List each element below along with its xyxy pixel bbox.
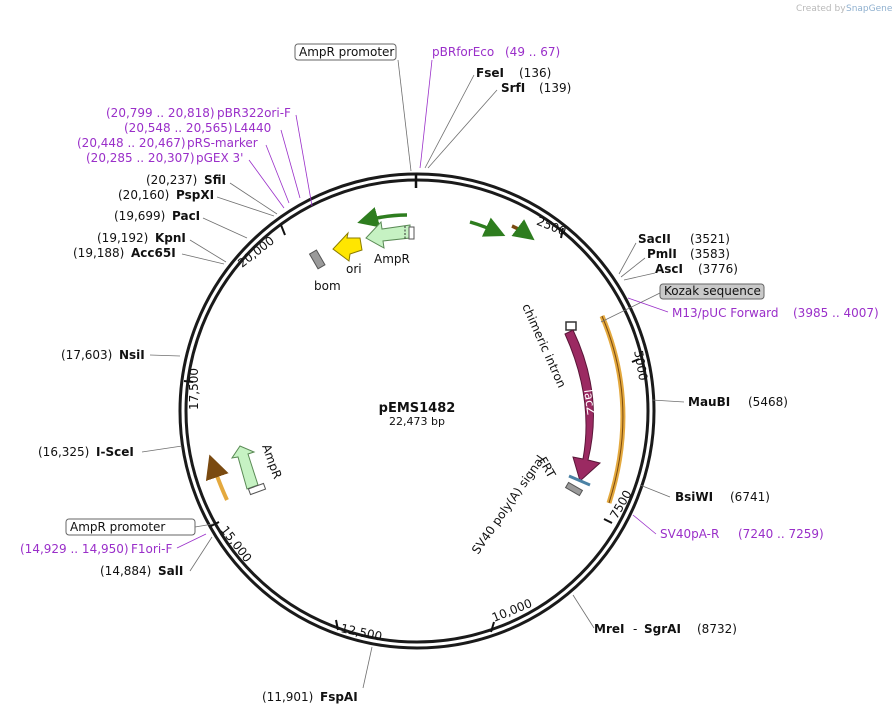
- lacz-label: lacZ: [581, 388, 598, 415]
- site-bsiwi-pos: (6741): [730, 490, 770, 504]
- ampr-top-label: AmpR: [374, 252, 410, 266]
- tick-2500: 2500: [535, 214, 569, 238]
- primer-l4440-pos: (20,548 .. 20,565): [124, 121, 233, 135]
- kozak-sequence-label: Kozak sequence: [664, 284, 761, 298]
- frt-feature[interactable]: [568, 474, 591, 487]
- site-pmli-pos: (3583): [690, 247, 730, 261]
- primer-pbr322ori-pos: (20,799 .. 20,818): [106, 106, 215, 120]
- site-paci-pos: (19,699): [114, 209, 165, 223]
- plasmid-name: pEMS1482: [379, 401, 456, 416]
- primer-sv40par-pos: (7240 .. 7259): [738, 527, 824, 541]
- site-maubi-pos: (5468): [748, 395, 788, 409]
- ampr-promoter-top-box[interactable]: [294, 43, 397, 61]
- site-asci-name[interactable]: AscI: [655, 262, 683, 276]
- watermark-prefix: Created by: [796, 4, 846, 14]
- site-fsei-pos: (136): [519, 66, 551, 80]
- site-iscei-pos: (16,325): [38, 445, 89, 459]
- site-kpni-name[interactable]: KpnI: [155, 231, 186, 245]
- bom-feature[interactable]: [308, 249, 326, 270]
- plasmid-length: 22,473 bp: [389, 415, 445, 428]
- scale-ticks: [183, 224, 640, 633]
- site-kpni-pos: (19,192): [97, 231, 148, 245]
- orf-left-arrow[interactable]: [205, 454, 229, 501]
- site-mrei-name[interactable]: MreI: [594, 622, 624, 636]
- sv40-polya-label: SV40 poly(A) signal: [469, 453, 548, 557]
- primer-pgex3-name[interactable]: pGEX 3': [196, 151, 243, 165]
- site-iscei-name[interactable]: I-SceI: [96, 445, 134, 459]
- ampr-promoter-left-label: AmpR promoter: [70, 520, 165, 534]
- orange-primer-arrow[interactable]: [511, 219, 535, 241]
- ampr-left-promoter-box: [247, 482, 267, 496]
- site-pspxi-pos: (20,160): [118, 188, 169, 202]
- site-sali-name[interactable]: SalI: [158, 564, 183, 578]
- site-bsiwi-name[interactable]: BsiWI: [675, 490, 713, 504]
- site-pmli-name[interactable]: PmlI: [647, 247, 677, 261]
- ampr-top-arrow[interactable]: [365, 220, 411, 249]
- primer-m13puc-name[interactable]: M13/pUC Forward: [672, 306, 779, 320]
- primer-pbrforeco-name[interactable]: pBRforEco: [432, 45, 494, 59]
- site-acc65i-pos: (19,188): [73, 246, 124, 260]
- kozak-sequence-box[interactable]: [659, 283, 765, 300]
- ampr-top-promoter-box: [408, 226, 415, 240]
- ori-arrow[interactable]: [332, 231, 363, 262]
- tick-15000: 15,000: [218, 523, 255, 565]
- site-sgrai-name[interactable]: SgrAI: [644, 622, 681, 636]
- site-sali-pos: (14,884): [100, 564, 151, 578]
- site-mrei-separator: -: [633, 622, 637, 636]
- site-fspai-name[interactable]: FspAI: [320, 690, 358, 704]
- site-sfii-name[interactable]: SfiI: [204, 173, 226, 187]
- site-fspai-pos: (11,901): [262, 690, 313, 704]
- orf-right-arc-outline: [601, 315, 624, 504]
- primer-pgex3-pos: (20,285 .. 20,307): [86, 151, 195, 165]
- site-pspxi-name[interactable]: PspXI: [176, 188, 214, 202]
- leader-lines: [141, 59, 685, 689]
- green-primer-arrow[interactable]: [469, 217, 506, 237]
- tick-17500: 17,500: [187, 368, 201, 410]
- site-paci-name[interactable]: PacI: [172, 209, 200, 223]
- primer-prsmarker-name[interactable]: pRS-marker: [187, 136, 258, 150]
- chimeric-intron-label: chimeric intron: [519, 302, 569, 390]
- sv40-polya-feature[interactable]: [564, 481, 584, 497]
- ampr-primer-arrow[interactable]: [357, 207, 408, 228]
- ampr-left-label: AmpR: [259, 442, 284, 480]
- ori-label: ori: [346, 262, 362, 276]
- site-nsii-name[interactable]: NsiI: [119, 348, 145, 362]
- primer-f1ori-pos: (14,929 .. 14,950): [20, 542, 129, 556]
- site-asci-pos: (3776): [698, 262, 738, 276]
- site-mrei-pos: (8732): [697, 622, 737, 636]
- primer-l4440-name[interactable]: L4440: [234, 121, 271, 135]
- site-sacii-name[interactable]: SacII: [638, 232, 671, 246]
- site-acc65i-name[interactable]: Acc65I: [131, 246, 176, 260]
- ampr-promoter-top-label: AmpR promoter: [299, 45, 394, 59]
- lacz-arrow[interactable]: [564, 329, 602, 482]
- primer-pbr322ori-name[interactable]: pBR322ori-F: [217, 106, 291, 120]
- ampr-left-arrow[interactable]: [230, 445, 259, 490]
- ampr-promoter-left-box[interactable]: [65, 518, 196, 536]
- site-fsei-name[interactable]: FseI: [476, 66, 504, 80]
- site-nsii-pos: (17,603): [61, 348, 112, 362]
- primer-m13puc-pos: (3985 .. 4007): [793, 306, 879, 320]
- primer-pbrforeco-pos: (49 .. 67): [505, 45, 560, 59]
- snapgene-logo: SnapGene: [846, 4, 893, 14]
- site-sfii-pos: (20,237): [146, 173, 197, 187]
- bom-label: bom: [314, 279, 341, 293]
- site-maubi-name[interactable]: MauBI: [688, 395, 730, 409]
- tick-5000: 5000: [631, 349, 650, 382]
- site-srfi-name[interactable]: SrfI: [501, 81, 525, 95]
- primer-prsmarker-pos: (20,448 .. 20,467): [77, 136, 186, 150]
- primer-f1ori-name[interactable]: F1ori-F: [131, 542, 172, 556]
- site-sacii-pos: (3521): [690, 232, 730, 246]
- site-srfi-pos: (139): [539, 81, 571, 95]
- chimeric-intron-feature[interactable]: [565, 321, 577, 331]
- primer-sv40par-name[interactable]: SV40pA-R: [660, 527, 719, 541]
